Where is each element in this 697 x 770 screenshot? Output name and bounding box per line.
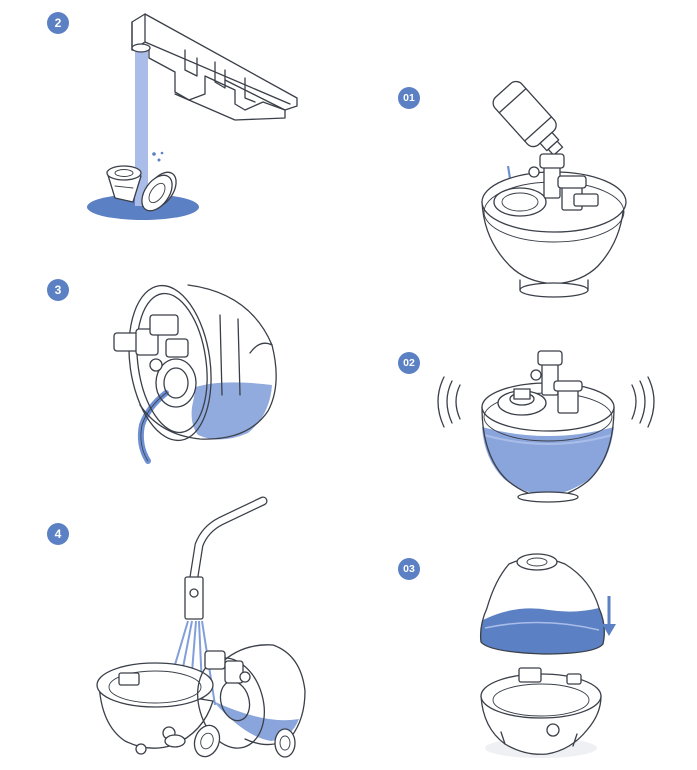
rinse-parts-under-faucet-illustration <box>87 13 298 220</box>
step-badge-01: 01 <box>398 87 420 109</box>
step-badge-03: 03 <box>398 558 420 580</box>
step-badge-3: 3 <box>47 279 69 301</box>
drain-base-illustration <box>113 284 277 464</box>
water-in-base <box>482 427 614 495</box>
water-stream <box>135 46 148 206</box>
water-bottle <box>492 80 564 156</box>
step-badge-02: 02 <box>398 352 420 374</box>
step-badge-2: 2 <box>47 12 69 34</box>
water-in-tank <box>480 608 605 654</box>
swirl-water-in-base-illustration <box>437 350 655 503</box>
water-in-tank <box>213 701 299 741</box>
down-arrow-icon <box>602 596 616 636</box>
fill-tank-with-water-illustration <box>481 80 627 298</box>
step-badge-4: 4 <box>47 523 69 545</box>
rinse-with-sprayer-illustration <box>96 496 306 758</box>
brand-logo: Vicks <box>541 576 560 583</box>
water-in-base <box>191 382 272 440</box>
place-tank-on-base-illustration <box>479 553 616 758</box>
